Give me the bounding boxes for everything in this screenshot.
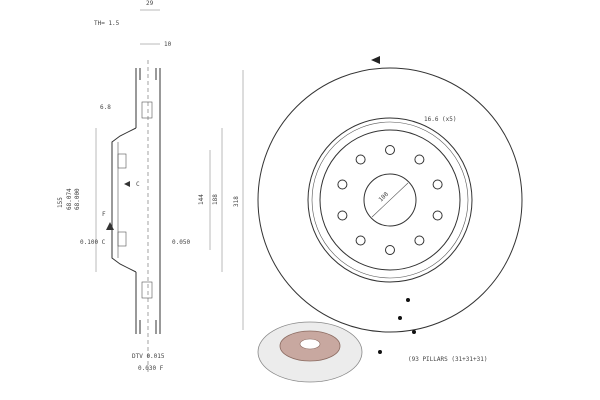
- dim-holes-label: 16.6 (x5): [424, 116, 457, 123]
- dim-155-label: 155: [57, 197, 64, 208]
- pillars-note: (93 PILLARS (31+31+31): [408, 356, 487, 363]
- bolt-hole: [432, 210, 443, 221]
- dim-bottom-f-label: 0.030 F: [138, 365, 164, 372]
- rotation-arrow-icon: [371, 56, 380, 64]
- dim-29-label: 29: [146, 0, 154, 7]
- disc-perspective-bore: [299, 338, 321, 350]
- datum-c-marker: [124, 181, 130, 187]
- vent-slot-upper-b: [141, 101, 153, 119]
- vent-slot-upper-a: [139, 68, 157, 80]
- datum-f-marker: [106, 222, 114, 230]
- mark-dot: [406, 298, 410, 302]
- bolt-holes: [337, 145, 443, 255]
- hub-profile-left: [111, 127, 137, 273]
- bolt-hole: [337, 179, 348, 190]
- disc-perspective-view: [257, 321, 363, 383]
- hub-bolt-section-upper: [117, 153, 127, 169]
- hub-bolt-section-lower: [117, 231, 127, 247]
- mark-dot: [398, 316, 402, 320]
- bolt-hole: [385, 245, 395, 255]
- friction-ring-lower: [135, 272, 161, 334]
- dim-318-label: 318: [233, 196, 240, 207]
- center-bore-diameter-line: [371, 182, 409, 218]
- hub-outer-circle: [311, 121, 469, 279]
- front-view: 16.6 (x5) 108: [257, 56, 523, 333]
- datum-c-label: C: [136, 181, 140, 188]
- vent-slot-lower-a: [141, 281, 153, 299]
- friction-ring-inner-circle: [307, 117, 473, 283]
- hub-face-circle: [319, 129, 461, 271]
- dim-left-tolerance-label: 0.100 C: [80, 239, 106, 246]
- dim-10-label: 10: [164, 41, 172, 48]
- bolt-hole: [337, 210, 348, 221]
- mark-dot: [378, 350, 382, 354]
- bolt-hole: [432, 179, 443, 190]
- bolt-hole: [414, 235, 425, 246]
- vent-slot-lower-b: [139, 320, 157, 334]
- dim-right-tolerance-label: 0.050: [172, 239, 190, 246]
- dim-68-000-label: 68.000: [74, 188, 81, 210]
- center-bore-circle: [363, 173, 417, 227]
- bolt-hole: [385, 145, 395, 155]
- dim-144-label: 144: [198, 194, 205, 205]
- dim-68-074-label: 68.074: [66, 188, 73, 210]
- dim-th-label: TH= 1.5: [94, 20, 120, 27]
- datum-f-label: F: [102, 211, 106, 218]
- bolt-hole: [355, 154, 366, 165]
- bolt-hole: [414, 154, 425, 165]
- disc-outer-circle: [257, 67, 523, 333]
- bolt-hole: [355, 235, 366, 246]
- dim-bottom-dtv-label: DTV 0.015: [132, 353, 165, 360]
- dim-188-label: 188: [212, 194, 219, 205]
- side-section-view: 29 TH= 1.5 10 6.8 155 68.074 68.000 C F …: [57, 0, 223, 375]
- friction-ring-upper: [135, 68, 161, 128]
- mark-dot: [412, 330, 416, 334]
- dim-6-8-label: 6.8: [100, 104, 111, 111]
